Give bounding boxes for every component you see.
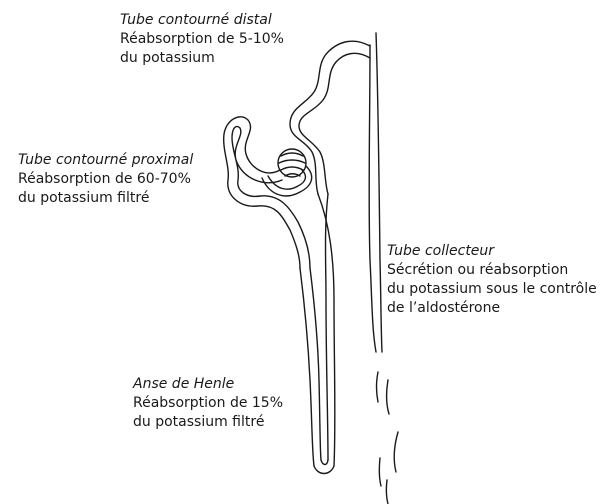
proximal-line-1: Réabsorption de 60-70% bbox=[18, 170, 193, 189]
henle-bottom-outer bbox=[314, 466, 334, 474]
proximal-tubule-outer bbox=[224, 117, 300, 268]
henle-ascending-inner bbox=[326, 194, 329, 460]
henle-descending-outer bbox=[300, 268, 314, 466]
collecteur-line-3: de l’aldostérone bbox=[387, 299, 597, 318]
glomerulus bbox=[278, 149, 306, 177]
henle-bottom-inner bbox=[321, 460, 328, 465]
collecting-duct-right-wall bbox=[376, 33, 382, 352]
collecteur-title: Tube collecteur bbox=[387, 242, 597, 261]
proximal-tubule-inner bbox=[232, 126, 310, 268]
collecting-duct-left-wall bbox=[369, 45, 376, 352]
collecting-duct-segment-5 bbox=[386, 480, 388, 504]
proximal-title: Tube contourné proximal bbox=[18, 151, 193, 170]
distal-line-2: du potassium bbox=[120, 49, 284, 68]
collecting-duct-segment-3 bbox=[394, 432, 398, 472]
collecteur-line-1: Sécrétion ou réabsorption bbox=[387, 261, 597, 280]
distal-convoluted-tubule bbox=[290, 41, 370, 194]
label-proximal-tubule: Tube contourné proximal Réabsorption de … bbox=[18, 151, 193, 208]
collecting-duct-segment-1 bbox=[377, 372, 379, 402]
henle-line-1: Réabsorption de 15% bbox=[133, 394, 283, 413]
distal-line-1: Réabsorption de 5-10% bbox=[120, 30, 284, 49]
proximal-line-2: du potassium filtré bbox=[18, 189, 193, 208]
distal-title: Tube contourné distal bbox=[120, 11, 284, 30]
collecting-duct-segment-2 bbox=[387, 380, 389, 414]
henle-title: Anse de Henle bbox=[133, 375, 283, 394]
collecting-duct-segment-4 bbox=[379, 458, 381, 486]
henle-line-2: du potassium filtré bbox=[133, 413, 283, 432]
loop-of-henle bbox=[300, 194, 335, 474]
collecteur-line-2: du potassium sous le contrôle bbox=[387, 280, 597, 299]
label-loop-of-henle: Anse de Henle Réabsorption de 15% du pot… bbox=[133, 375, 283, 432]
label-distal-tubule: Tube contourné distal Réabsorption de 5-… bbox=[120, 11, 284, 68]
distal-tubule-inner bbox=[299, 53, 370, 194]
label-collecting-duct: Tube collecteur Sécrétion ou réabsorptio… bbox=[387, 242, 597, 318]
